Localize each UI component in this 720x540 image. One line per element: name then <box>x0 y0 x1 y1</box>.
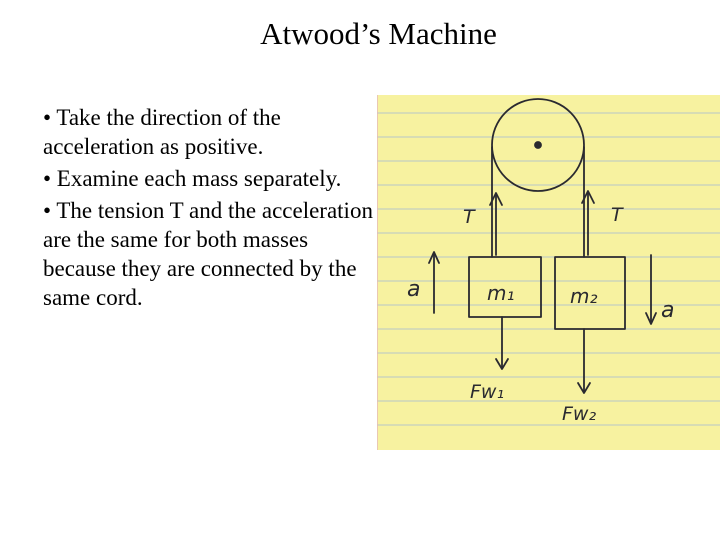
bullet-list: • Take the direction of the acceleration… <box>43 103 373 315</box>
mass-label-right: m₂ <box>570 284 598 308</box>
mass-label-left: m₁ <box>487 281 515 305</box>
bullet-item: • Examine each mass separately. <box>43 164 373 193</box>
accel-label-right: a <box>661 298 674 323</box>
atwood-diagram-svg: T T m₁ m₂ a a Fw₁ Fw₂ <box>377 95 720 450</box>
accel-label-left: a <box>407 277 420 302</box>
pulley-axle <box>535 142 541 148</box>
atwood-diagram: T T m₁ m₂ a a Fw₁ Fw₂ <box>377 95 720 450</box>
tension-label-right: T <box>611 204 624 226</box>
bullet-item: • The tension T and the acceleration are… <box>43 196 373 312</box>
weight-label-left: Fw₁ <box>470 381 504 403</box>
weight-label-right: Fw₂ <box>562 403 596 425</box>
tension-label-left: T <box>463 206 476 228</box>
notebook-paper <box>377 95 720 450</box>
slide-title: Atwood’s Machine <box>0 14 720 54</box>
bullet-item: • Take the direction of the acceleration… <box>43 103 373 161</box>
